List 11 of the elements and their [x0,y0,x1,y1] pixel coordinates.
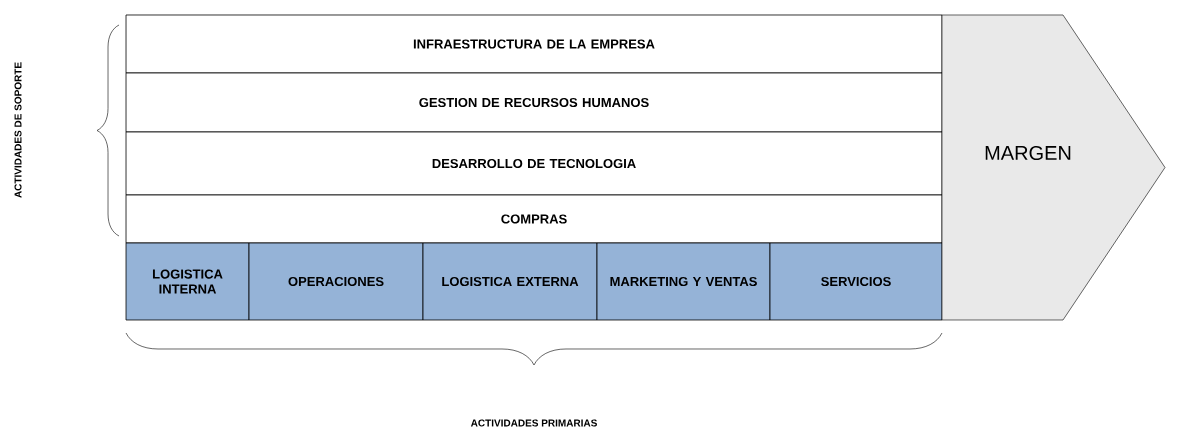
axis-label: ACTIVIDADES PRIMARIAS [470,419,597,427]
support-activity-band: GESTION DE RECURSOS HUMANOS [125,72,943,133]
primary-activity-box: SERVICIOS [769,242,943,321]
support-activity-band: COMPRAS [125,194,943,244]
primary-activity-box: LOGISTICA INTERNA [125,242,250,321]
primary-activity-box: MARKETING Y VENTAS [596,242,771,321]
support-activity-band: DESARROLLO DE TECNOLOGIA [125,131,943,196]
support-activity-band: INFRAESTRUCTURA DE LA EMPRESA [125,14,943,74]
primary-activity-box: OPERACIONES [248,242,424,321]
axis-label: ACTIVIDADES DE SOPORTE [14,62,22,198]
primary-activity-box: LOGISTICA EXTERNA [422,242,598,321]
